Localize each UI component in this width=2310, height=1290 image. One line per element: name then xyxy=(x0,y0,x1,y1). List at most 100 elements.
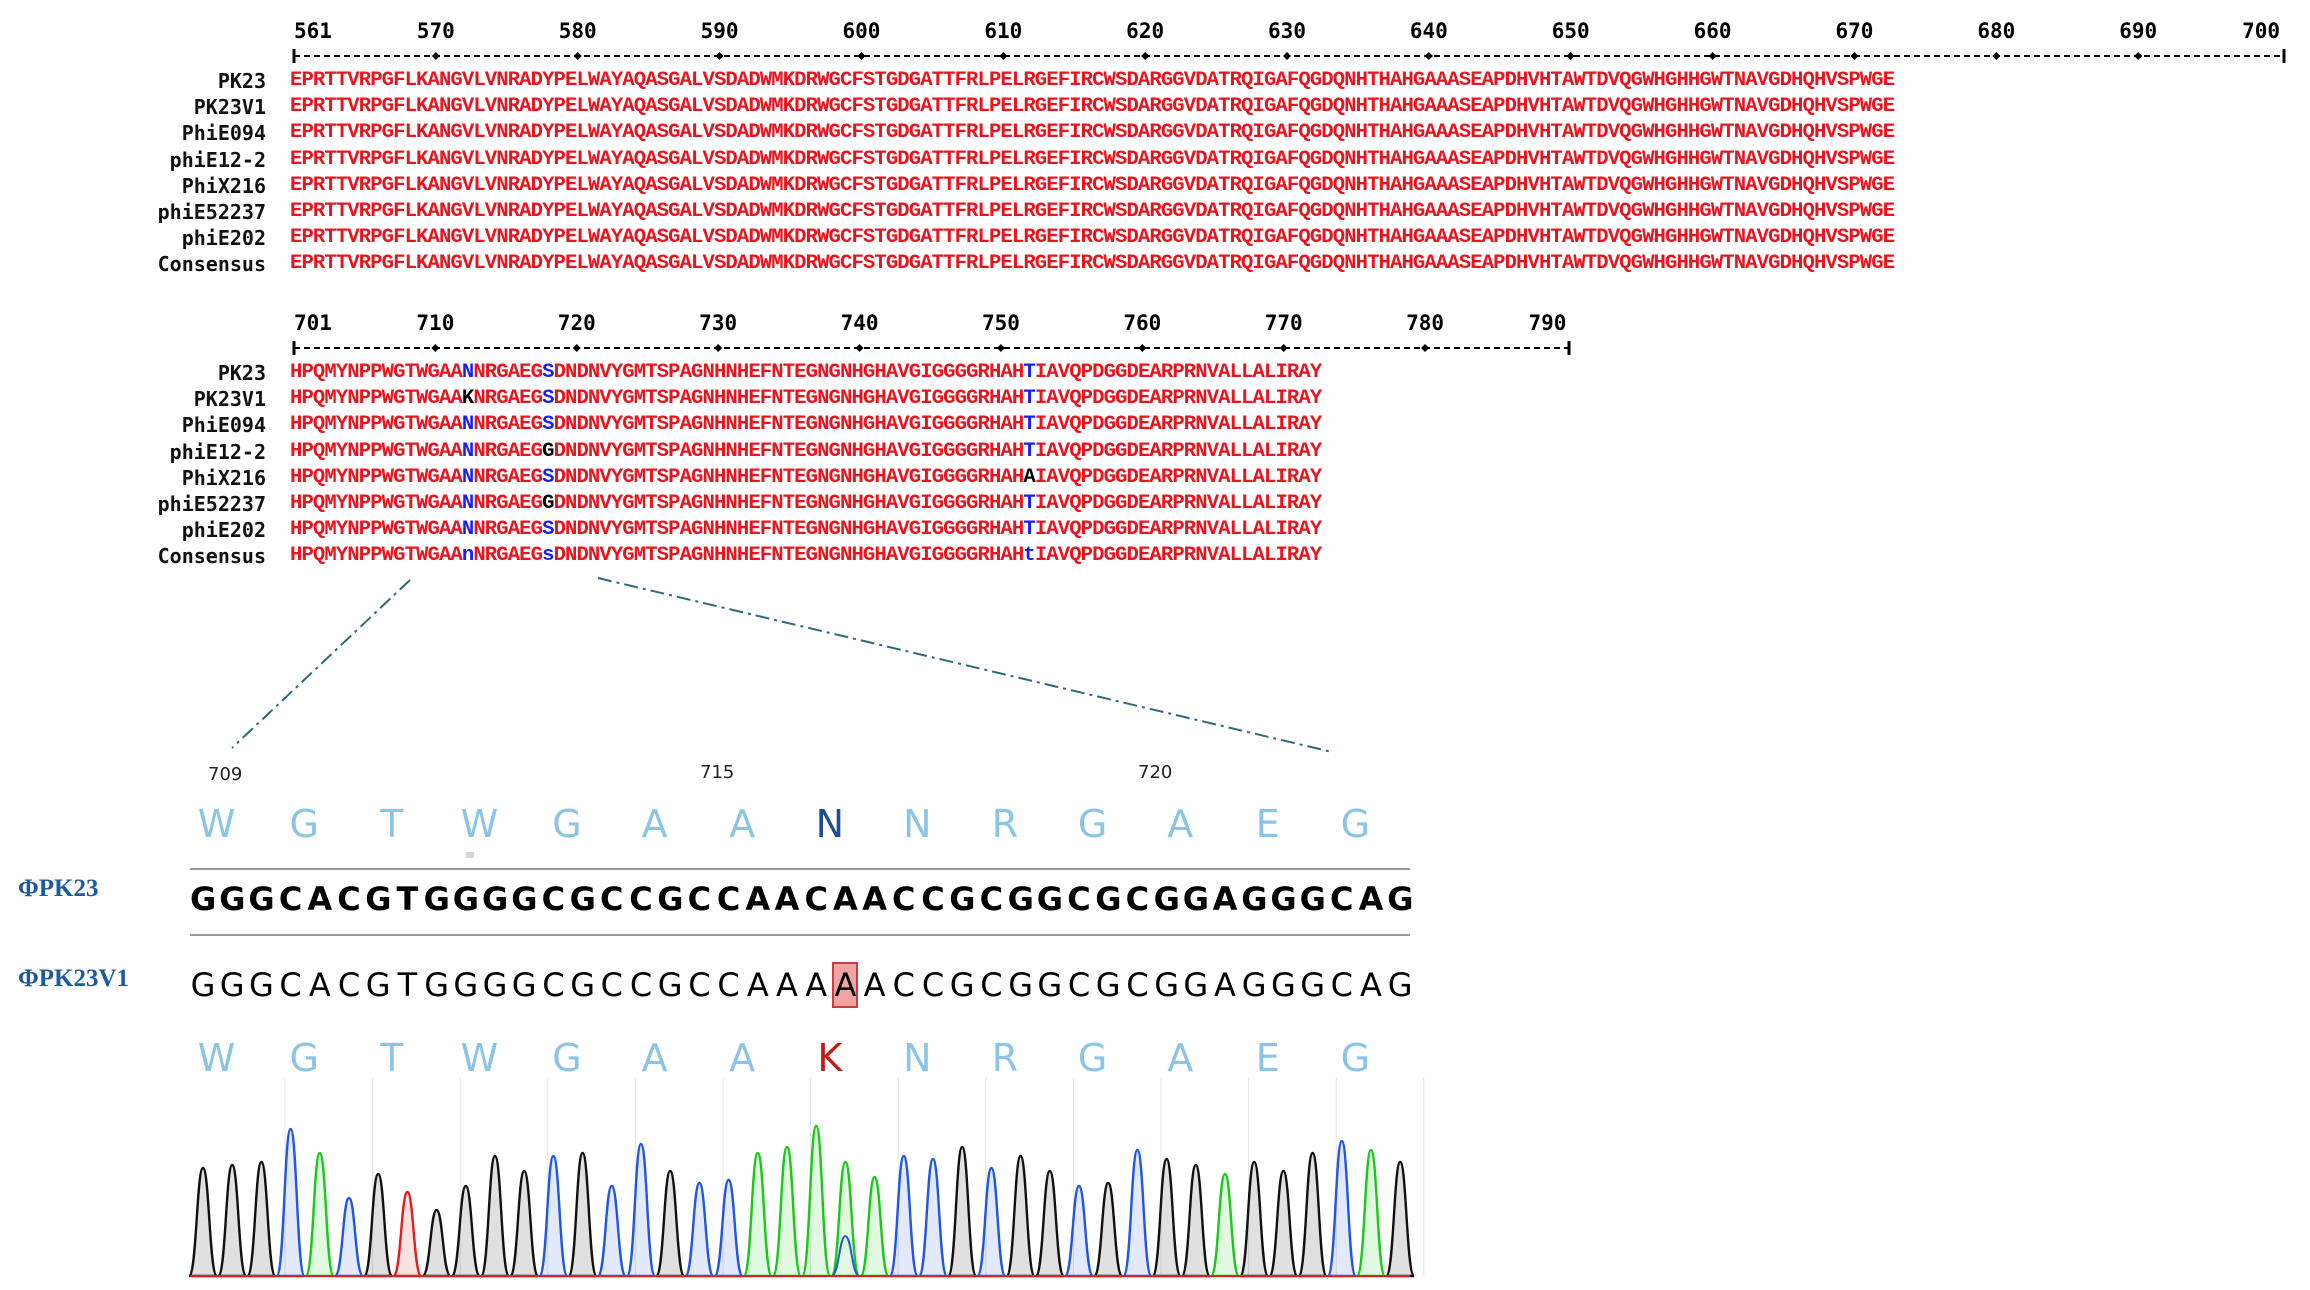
trace-peak xyxy=(1268,1169,1299,1278)
residue-highlight: T xyxy=(1023,492,1035,515)
trace-secondary-peak xyxy=(830,1235,860,1277)
sequence-residues: HPQMYNPPWGTWGAANNRGAEGSDNDNVYGMTSPAGNHNH… xyxy=(290,465,1322,491)
nucleotide: G xyxy=(1270,880,1297,918)
ruler-tick-mark xyxy=(857,52,866,60)
sequence-residues: HPQMYNPPWGTWGAANNRGAEGSDNDNVYGMTSPAGNHNH… xyxy=(290,517,1322,543)
nucleotide: G xyxy=(1241,880,1268,918)
amino-acid: W xyxy=(460,1036,499,1080)
nucleotide: G xyxy=(511,966,537,1004)
ruler-tick-mark xyxy=(2134,52,2143,60)
nucleotide: G xyxy=(219,880,246,918)
sequence-residues: HPQMYNPPWGTWGAAKNRGAEGSDNDNVYGMTSPAGNHNH… xyxy=(290,386,1322,412)
mutated-base: A xyxy=(832,962,859,1008)
residue-highlight: G xyxy=(542,492,554,515)
ruler-tick-label: 700 xyxy=(2242,19,2280,43)
trace-peak xyxy=(1093,1181,1124,1278)
trace-peak xyxy=(509,1169,540,1278)
nucleotide: G xyxy=(1095,966,1121,1004)
residue-segment: EPRTTVRPGFLKANGVLVNRADYPELWAYAQASGALVSDA… xyxy=(290,69,1895,92)
ruler-start-label: 561 xyxy=(294,19,332,43)
ruler-tick-label: 670 xyxy=(1835,19,1873,43)
trace-peak xyxy=(1326,1139,1357,1278)
ruler-tick-label: 680 xyxy=(1977,19,2015,43)
nucleotide: A xyxy=(776,966,798,1004)
nucleotide: G xyxy=(453,966,479,1004)
trace-peak xyxy=(976,1166,1007,1278)
nucleotide: G xyxy=(1037,966,1063,1004)
ruler-tick-mark xyxy=(999,52,1008,60)
amino-acid: A xyxy=(1167,1036,1194,1080)
residue-highlight: S xyxy=(542,413,554,437)
ruler-tick-mark xyxy=(996,344,1005,352)
sequence-residues: EPRTTVRPGFLKANGVLVNRADYPELWAYAQASGALVSDA… xyxy=(290,251,1895,277)
sequence-residues: EPRTTVRPGFLKANGVLVNRADYPELWAYAQASGALVSDA… xyxy=(290,173,1895,199)
trace-peak xyxy=(888,1154,919,1278)
residue-segment: EPRTTVRPGFLKANGVLVNRADYPELWAYAQASGALVSDA… xyxy=(290,252,1895,276)
trace-peak xyxy=(392,1190,423,1278)
residue-highlight: G xyxy=(542,439,554,463)
ruler-tick-mark xyxy=(1279,344,1288,352)
residue-segment: DNDNVYGMTSPAGNHNHEFNTEGNGNHGHAVGIGGGGRHA… xyxy=(553,361,1025,384)
ruler-tick-label: 790 xyxy=(1529,311,1567,335)
nucleotide: G xyxy=(511,880,538,918)
trace-peak xyxy=(1063,1184,1095,1278)
nucleotide: C xyxy=(1330,880,1354,918)
ruler-tick-label: 580 xyxy=(559,19,597,43)
ruler-tick-mark xyxy=(573,52,582,60)
sequence-residues: EPRTTVRPGFLKANGVLVNRADYPELWAYAQASGALVSDA… xyxy=(290,120,1895,146)
zoom-line-right xyxy=(597,577,1333,753)
highlighted-amino-acid: K xyxy=(817,1036,843,1080)
ruler-tick-label: 740 xyxy=(841,311,879,335)
zoom-line-left xyxy=(231,579,411,749)
sequence-name: phiE12-2 xyxy=(169,147,266,172)
amino-acid: E xyxy=(1255,1036,1280,1080)
amino-acid: W xyxy=(197,802,236,846)
sequence-name: Consensus xyxy=(157,544,266,569)
residue-segment: NRGAEG xyxy=(473,413,543,437)
nucleotide: C xyxy=(337,880,361,918)
amino-acid: N xyxy=(903,802,932,846)
nucleotide: G xyxy=(219,966,245,1004)
trace-peak xyxy=(567,1151,598,1278)
residue-segment: HPQMYNPPWGTWGAA xyxy=(290,518,463,542)
nucleotide: G xyxy=(1387,880,1414,918)
residue-highlight: A xyxy=(1023,465,1035,489)
nucleotide: A xyxy=(1214,966,1236,1004)
sequence-residues: HPQMYNPPWGTWGAAnNRGAEGsDNDNVYGMTSPAGNHNH… xyxy=(290,543,1322,569)
residue-highlight: N xyxy=(461,413,474,437)
trace-peak xyxy=(363,1172,394,1278)
nucleotide: A xyxy=(1358,880,1384,918)
amino-acid: G xyxy=(1340,1036,1371,1080)
sequence-name: PK23V1 xyxy=(193,387,266,412)
ruler-tick-label: 630 xyxy=(1268,19,1306,43)
residue-highlight: S xyxy=(542,465,554,489)
nucleotide: C xyxy=(688,966,711,1004)
ruler-tick-label: 750 xyxy=(982,311,1020,335)
residue-segment: DNDNVYGMTSPAGNHNHEFNTEGNGNHGHAVGIGGGGRHA… xyxy=(553,544,1025,568)
ruler-tick-label: 570 xyxy=(417,19,455,43)
ruler-tick-label: 770 xyxy=(1265,311,1303,335)
ruler-tick-label: 690 xyxy=(2119,19,2157,43)
sequence-name: PhiE094 xyxy=(181,413,266,438)
sequence-residues: EPRTTVRPGFLKANGVLVNRADYPELWAYAQASGALVSDA… xyxy=(290,225,1895,251)
residue-highlight: N xyxy=(461,465,474,489)
ruler-tick-mark xyxy=(1566,52,1575,60)
amino-acid: G xyxy=(1077,1036,1108,1080)
trace-peak xyxy=(596,1184,627,1278)
residue-segment: IAVQPDGGDEARPRNVALLALIRAY xyxy=(1034,544,1322,568)
nucleotide: A xyxy=(1212,880,1238,918)
amino-acid: A xyxy=(729,1036,756,1080)
trace-peak xyxy=(479,1154,511,1278)
amino-acid: G xyxy=(1077,802,1108,846)
trace-peak xyxy=(655,1169,686,1278)
nucleotide: G xyxy=(248,880,275,918)
ruler-tick-mark xyxy=(855,344,864,352)
amino-acid: W xyxy=(197,1036,236,1080)
trace-peak xyxy=(917,1157,949,1278)
sequence-name: PK23 xyxy=(217,361,266,385)
nucleotide: G xyxy=(1153,880,1180,918)
nucleotide: C xyxy=(717,966,740,1004)
ruler-start-label: 701 xyxy=(294,311,332,335)
trace-peak xyxy=(275,1127,306,1278)
nucleotide: A xyxy=(863,966,886,1004)
